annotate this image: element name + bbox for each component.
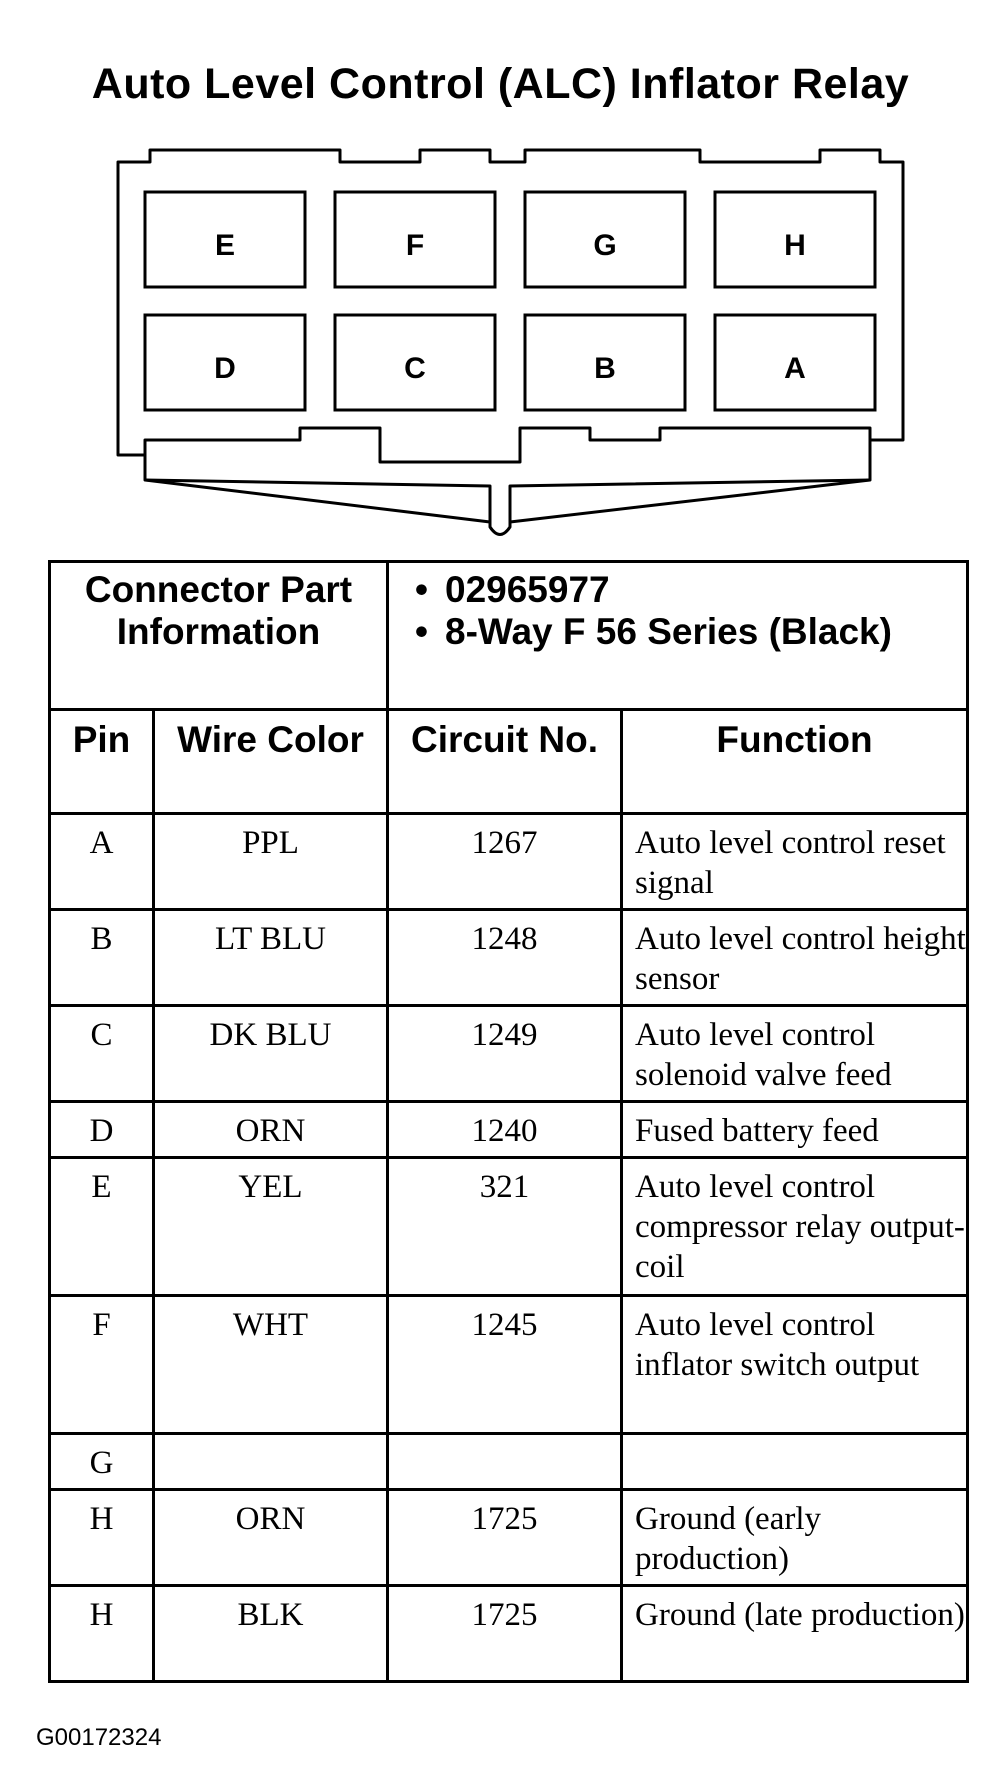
pin-label-a: A — [784, 352, 806, 385]
connector-diagram: E F G H D C B A — [116, 148, 905, 536]
wire-color-cell: LT BLU — [152, 908, 389, 1007]
function-cell: Auto level control reset signal — [619, 812, 970, 911]
pin-cavity-d — [143, 313, 307, 412]
pin-cell: H — [48, 1584, 155, 1683]
function-cell — [619, 1432, 970, 1491]
pin-cavity-f — [333, 190, 497, 289]
wire-color-cell — [152, 1432, 389, 1491]
header-function: Function — [619, 708, 970, 815]
pin-label-g: G — [593, 229, 616, 262]
pin-label-h: H — [784, 229, 806, 262]
function-cell: Auto level control inflator switch outpu… — [619, 1294, 970, 1435]
page-title: Auto Level Control (ALC) Inflator Relay — [91, 60, 910, 108]
pin-cell: F — [48, 1294, 155, 1435]
pin-cell: C — [48, 1004, 155, 1103]
circuit-cell — [386, 1432, 623, 1491]
circuit-cell: 1725 — [386, 1488, 623, 1587]
wire-color-cell: DK BLU — [152, 1004, 389, 1103]
header-circuit-no: Circuit No. — [386, 708, 623, 815]
function-cell: Auto level control solenoid valve feed — [619, 1004, 970, 1103]
circuit-cell: 1725 — [386, 1584, 623, 1683]
pin-cavity-c — [333, 313, 497, 412]
pin-cavity-g — [523, 190, 687, 289]
wire-color-cell: WHT — [152, 1294, 389, 1435]
function-cell: Fused battery feed — [619, 1100, 970, 1159]
pin-label-d: D — [214, 352, 236, 385]
pin-label-e: E — [215, 229, 235, 262]
connector-info-label: Connector Part Information — [48, 560, 389, 711]
pin-cell: E — [48, 1156, 155, 1297]
pin-cell: A — [48, 812, 155, 911]
pin-label-f: F — [406, 229, 424, 262]
connector-description: •8-Way F 56 Series (Black) — [415, 611, 892, 652]
function-cell: Auto level control height sensor — [619, 908, 970, 1007]
header-pin: Pin — [48, 708, 155, 815]
pin-cavity-e — [143, 190, 307, 289]
circuit-cell: 1240 — [386, 1100, 623, 1159]
wire-color-cell: PPL — [152, 812, 389, 911]
function-cell: Ground (late production) — [619, 1584, 970, 1683]
connector-info-values: •02965977 •8-Way F 56 Series (Black) — [385, 560, 970, 711]
figure-id: G00172324 — [36, 1724, 162, 1751]
wire-color-cell: ORN — [152, 1100, 389, 1159]
circuit-cell: 321 — [386, 1156, 623, 1297]
table-row: G — [48, 1432, 970, 1491]
wire-color-cell: ORN — [152, 1488, 389, 1587]
pin-label-b: B — [594, 352, 616, 385]
circuit-cell: 1267 — [386, 812, 623, 911]
function-cell: Auto level control compressor relay outp… — [619, 1156, 970, 1297]
pin-cell: G — [48, 1432, 155, 1491]
circuit-cell: 1248 — [386, 908, 623, 1007]
connector-part-number: •02965977 — [415, 569, 610, 610]
pin-cavity-h — [713, 190, 877, 289]
pinout-table: Connector Part Information •02965977 •8-… — [48, 560, 970, 1683]
wire-color-cell: YEL — [152, 1156, 389, 1297]
circuit-cell: 1245 — [386, 1294, 623, 1435]
pin-cell: D — [48, 1100, 155, 1159]
pin-cell: B — [48, 908, 155, 1007]
function-cell: Ground (early production) — [619, 1488, 970, 1587]
circuit-cell: 1249 — [386, 1004, 623, 1103]
header-row: Pin Wire Color Circuit No. Function — [48, 708, 970, 815]
connector-info-row: Connector Part Information •02965977 •8-… — [48, 560, 970, 711]
pin-label-c: C — [404, 352, 426, 385]
connector-outline — [116, 148, 905, 536]
pin-cavity-b — [523, 313, 687, 412]
wire-color-cell: BLK — [152, 1584, 389, 1683]
pin-cell: H — [48, 1488, 155, 1587]
pin-cavity-a — [713, 313, 877, 412]
header-wire-color: Wire Color — [152, 708, 389, 815]
